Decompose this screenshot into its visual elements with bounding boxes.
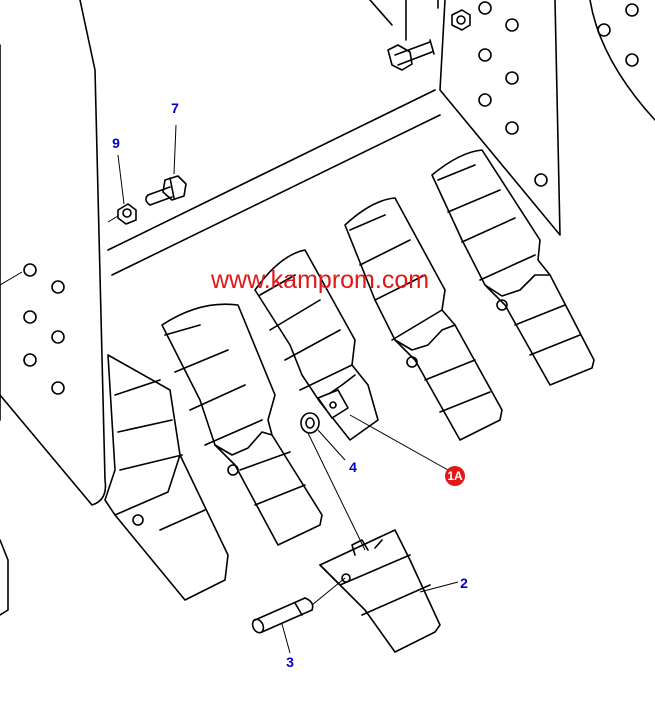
bucket-bottom-edge <box>107 0 441 276</box>
callout-4: 4 <box>349 459 357 475</box>
callout-3: 3 <box>286 654 294 670</box>
tooth-4 <box>344 197 503 441</box>
callout-9: 9 <box>112 135 120 151</box>
callout-7: 7 <box>171 100 179 116</box>
top-nut <box>437 0 471 31</box>
bucket-far-right-plate <box>589 0 655 121</box>
washer-4 <box>300 412 366 551</box>
tooth-1 <box>104 354 229 601</box>
tooth-5 <box>431 149 595 386</box>
bolt-7 <box>145 124 187 206</box>
bucket-left-side-plate <box>0 0 107 506</box>
retainer-clip <box>317 389 449 471</box>
nut-9 <box>107 154 137 225</box>
top-bolt <box>387 0 435 71</box>
callout-1a-badge: 1A <box>445 466 465 486</box>
bucket-right-side-plate <box>439 0 561 236</box>
callout-2: 2 <box>460 575 468 591</box>
watermark-text: www.kamprom.com <box>210 266 429 294</box>
pin-3 <box>251 577 346 654</box>
tooth-2 <box>161 303 323 546</box>
adapter-part-2 <box>319 529 459 653</box>
left-fragment <box>0 539 9 616</box>
callout-1a: 1A <box>447 469 463 483</box>
